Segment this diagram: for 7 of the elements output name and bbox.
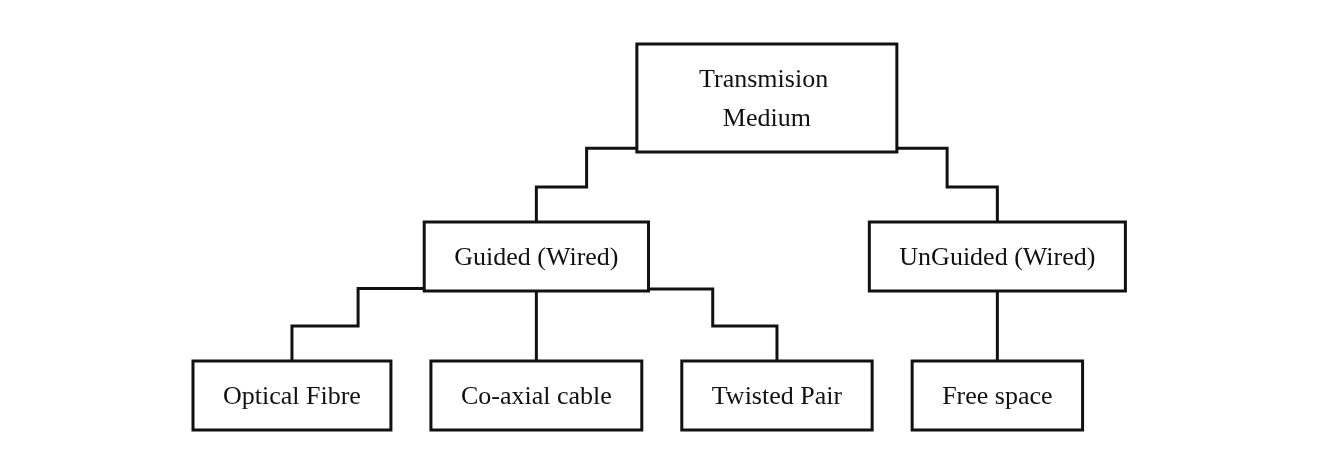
node-box: Free space [910, 359, 1085, 431]
node-box: Optical Fibre [191, 359, 393, 431]
node-box: Twisted Pair [680, 359, 874, 431]
node-box: Co-axial cable [429, 359, 644, 431]
node-box: Transmision Medium [635, 42, 899, 153]
node-box: UnGuided (Wired) [868, 220, 1128, 292]
node-box: Guided (Wired) [423, 220, 651, 292]
